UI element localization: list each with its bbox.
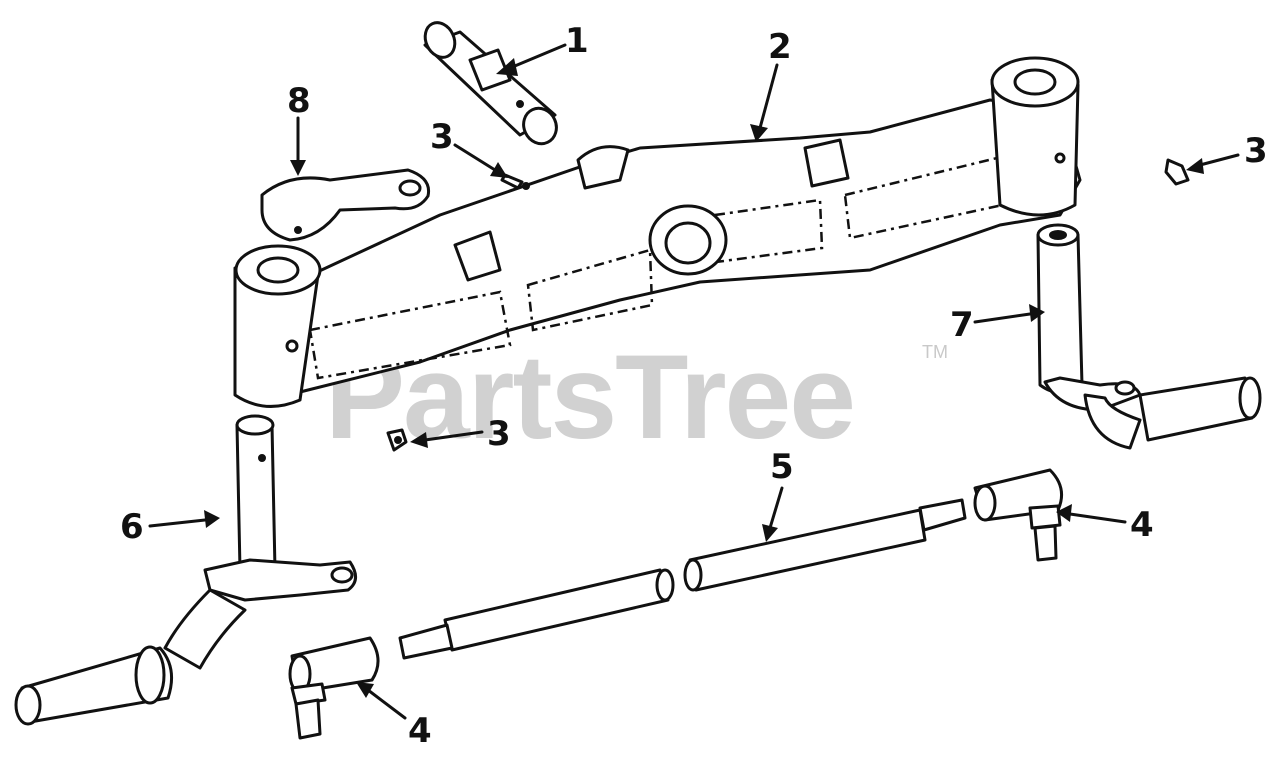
part-3-fitting-right	[1164, 158, 1190, 186]
callout-5-label: 5	[770, 447, 794, 487]
part-1-pivot-pin	[423, 21, 558, 146]
callout-8-label: 8	[287, 81, 311, 121]
callout-6-label: 6	[120, 507, 144, 547]
callout-4-left: 4	[356, 682, 432, 751]
part-4-tie-rod-end-left	[288, 636, 380, 740]
callout-3a: 3	[430, 117, 508, 178]
callout-3b: 3	[1186, 131, 1268, 174]
part-7-right-spindle	[1036, 223, 1262, 450]
callout-4-right: 4	[1056, 504, 1154, 545]
part-3-fitting-center	[386, 428, 408, 452]
part-6-left-spindle	[14, 414, 357, 726]
callout-3c-label: 3	[487, 414, 511, 454]
callout-5: 5	[762, 447, 794, 542]
callout-2: 2	[750, 27, 792, 142]
callout-3b-label: 3	[1244, 131, 1268, 171]
callout-4-left-label: 4	[408, 711, 432, 751]
callout-3a-label: 3	[430, 117, 454, 157]
callout-1: 1	[496, 21, 589, 76]
part-5-tie-rod	[398, 498, 967, 660]
part-8-steering-arm	[260, 168, 431, 242]
callout-6: 6	[120, 507, 220, 547]
callout-7: 7	[950, 304, 1045, 345]
callout-1-label: 1	[565, 21, 589, 61]
callout-2-label: 2	[768, 27, 792, 67]
callout-8: 8	[287, 81, 311, 176]
part-2-axle	[233, 56, 1082, 408]
callout-3c: 3	[410, 414, 511, 454]
callout-4-right-label: 4	[1130, 505, 1154, 545]
part-3-fitting-upper	[500, 173, 530, 190]
callout-7-label: 7	[950, 305, 974, 345]
part-4-tie-rod-end-right	[973, 468, 1064, 562]
watermark-trademark: TM	[922, 342, 948, 362]
